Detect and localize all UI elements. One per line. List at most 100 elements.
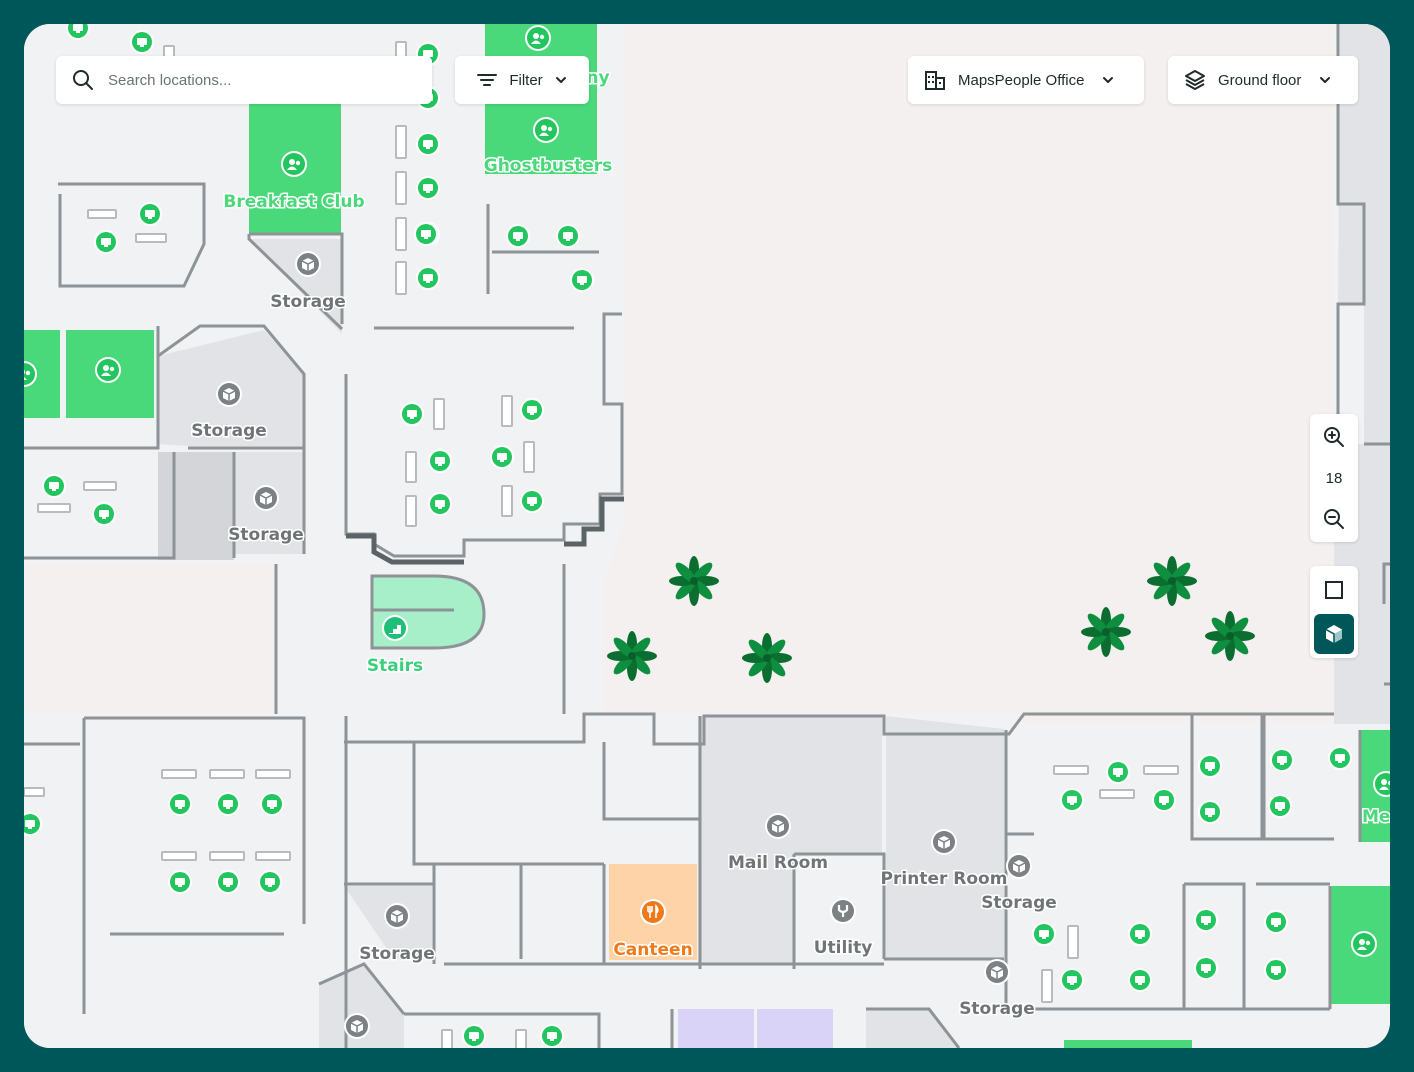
- canteen-icon[interactable]: [640, 899, 666, 925]
- workstation-icon[interactable]: [1152, 788, 1176, 812]
- label-printer-room[interactable]: Printer Room: [879, 868, 1009, 891]
- meeting-room-icon[interactable]: [281, 151, 307, 177]
- label-utility[interactable]: Utility: [812, 937, 874, 960]
- workstation-icon[interactable]: [506, 224, 530, 248]
- workstation-icon[interactable]: [1198, 754, 1222, 778]
- workstation-icon[interactable]: [416, 176, 440, 200]
- label-storage-2[interactable]: Storage: [190, 420, 269, 443]
- storage-icon[interactable]: [1006, 853, 1032, 879]
- venue-label: MapsPeople Office: [958, 71, 1085, 89]
- view-3d-button[interactable]: [1314, 614, 1354, 654]
- workstation-icon[interactable]: [168, 870, 192, 894]
- label-breakfast-club[interactable]: Breakfast Club: [222, 191, 366, 214]
- courtyard: [604, 24, 1334, 724]
- desks: [24, 41, 1179, 1048]
- workstation-icon[interactable]: [258, 870, 282, 894]
- plants: [607, 556, 1255, 683]
- floor-label: Ground floor: [1218, 71, 1302, 89]
- label-partial-me[interactable]: Me: [1361, 806, 1391, 829]
- workstation-icon[interactable]: [556, 224, 580, 248]
- search-input[interactable]: [106, 70, 410, 90]
- workstation-icon[interactable]: [1128, 922, 1152, 946]
- label-storage-4[interactable]: Storage: [980, 892, 1059, 915]
- workstation-icon[interactable]: [92, 502, 116, 526]
- workstation-icon[interactable]: [168, 792, 192, 816]
- storage-icon[interactable]: [344, 1013, 370, 1039]
- venue-selector[interactable]: MapsPeople Office: [908, 56, 1144, 104]
- workstation-icon[interactable]: [216, 792, 240, 816]
- workstation-icon[interactable]: [462, 1024, 486, 1048]
- workstation-icon[interactable]: [1060, 968, 1084, 992]
- workstation-icon[interactable]: [490, 445, 514, 469]
- workstation-icon[interactable]: [1128, 968, 1152, 992]
- label-ghostbusters[interactable]: Ghostbusters: [482, 155, 614, 178]
- zoom-level: 18: [1325, 469, 1343, 487]
- workstation-icon[interactable]: [1270, 748, 1294, 772]
- filter-button[interactable]: Filter: [455, 56, 589, 104]
- workstation-icon[interactable]: [1106, 760, 1130, 784]
- zoom-in-icon[interactable]: [1323, 426, 1345, 448]
- utility-icon[interactable]: [830, 898, 856, 924]
- workstation-icon[interactable]: [1268, 794, 1292, 818]
- label-storage-6[interactable]: Storage: [958, 998, 1037, 1021]
- workstation-icon[interactable]: [1194, 908, 1218, 932]
- workstation-icon[interactable]: [520, 489, 544, 513]
- green-strip: [1064, 1040, 1192, 1048]
- meeting-room-icon[interactable]: [525, 25, 551, 51]
- label-stairs[interactable]: Stairs: [365, 655, 424, 678]
- workstation-icon[interactable]: [42, 474, 66, 498]
- workstation-icon[interactable]: [66, 24, 90, 40]
- printer-room-icon[interactable]: [931, 829, 957, 855]
- workstation-icon[interactable]: [1264, 958, 1288, 982]
- label-canteen[interactable]: Canteen: [612, 939, 694, 962]
- meeting-room-icon[interactable]: [1373, 771, 1390, 797]
- workstation-icon[interactable]: [130, 30, 154, 54]
- workstation-icon[interactable]: [416, 132, 440, 156]
- storage-icon[interactable]: [384, 903, 410, 929]
- workstation-icon[interactable]: [540, 1024, 564, 1048]
- workstation-icon[interactable]: [416, 266, 440, 290]
- filter-label: Filter: [509, 71, 543, 89]
- floor-selector[interactable]: Ground floor: [1168, 56, 1358, 104]
- label-partial-ny[interactable]: ny: [585, 67, 611, 90]
- view-2d-button[interactable]: [1314, 570, 1354, 610]
- workstation-icon[interactable]: [260, 792, 284, 816]
- workstation-icon[interactable]: [1198, 800, 1222, 824]
- workstation-icon[interactable]: [94, 230, 118, 254]
- workstation-icon[interactable]: [1194, 956, 1218, 980]
- workstation-icon[interactable]: [400, 402, 424, 426]
- storage-icon[interactable]: [295, 251, 321, 277]
- workstation-icon[interactable]: [24, 812, 42, 836]
- workstation-icon[interactable]: [428, 449, 452, 473]
- meeting-room-icon[interactable]: [533, 117, 559, 143]
- storage-icon[interactable]: [253, 485, 279, 511]
- workstation-icon[interactable]: [428, 492, 452, 516]
- label-mail-room[interactable]: Mail Room: [726, 852, 829, 875]
- meeting-room-icon[interactable]: [24, 361, 37, 387]
- storage-icon[interactable]: [216, 381, 242, 407]
- zoom-out-icon[interactable]: [1323, 508, 1345, 530]
- label-storage-1[interactable]: Storage: [269, 291, 348, 314]
- stairs-icon[interactable]: [382, 615, 408, 641]
- storage-icon[interactable]: [984, 959, 1010, 985]
- workstation-icon[interactable]: [1264, 910, 1288, 934]
- workstation-icon[interactable]: [520, 398, 544, 422]
- workstation-icon[interactable]: [138, 202, 162, 226]
- label-storage-5[interactable]: Storage: [358, 943, 437, 966]
- mail-room-icon[interactable]: [765, 813, 791, 839]
- plant-icon: [669, 556, 719, 606]
- meeting-room-icon[interactable]: [95, 357, 121, 383]
- filter-icon: [477, 73, 498, 87]
- workstation-icon[interactable]: [414, 222, 438, 246]
- workstation-icon[interactable]: [216, 870, 240, 894]
- workstation-icon[interactable]: [1328, 746, 1352, 770]
- label-storage-3[interactable]: Storage: [227, 524, 306, 547]
- floor-plan-map[interactable]: Breakfast Club Ghostbusters ny Storage S…: [24, 24, 1390, 1048]
- workstation-icon[interactable]: [1060, 788, 1084, 812]
- workstation-icon[interactable]: [1032, 922, 1056, 946]
- meeting-room-icon[interactable]: [1351, 931, 1377, 957]
- search-bar[interactable]: [56, 56, 432, 104]
- workstation-icon[interactable]: [570, 268, 594, 292]
- plant-icon: [1205, 611, 1255, 661]
